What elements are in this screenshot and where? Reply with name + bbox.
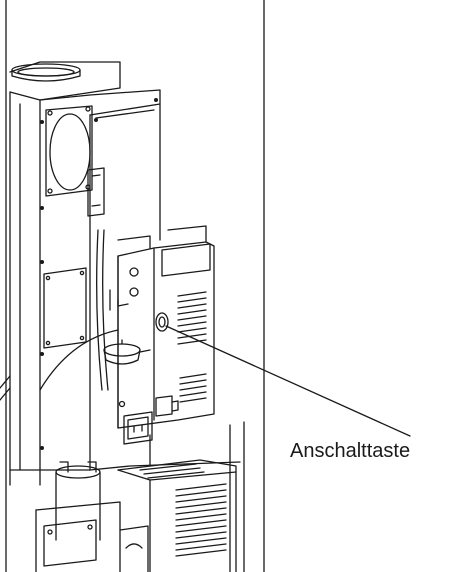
control-box-vents [177, 291, 207, 403]
hinge-bracket [87, 167, 105, 217]
power-switch-label: Anschalttaste [290, 440, 411, 462]
power-socket [123, 411, 153, 445]
fuse-holder [118, 395, 179, 417]
inspection-port [45, 105, 93, 197]
cover-plate [43, 267, 87, 349]
exhaust-pipe [55, 461, 101, 541]
callout-leader-line [165, 325, 411, 437]
pressure-switch [103, 339, 151, 365]
stove-body [0, 61, 245, 572]
blower-box [117, 459, 237, 572]
pipe-curve [39, 229, 119, 391]
body-screws [40, 98, 158, 450]
flue-collar [11, 63, 81, 82]
frame-lines [5, 0, 265, 572]
power-switch [155, 312, 169, 332]
motor-housing [35, 501, 149, 572]
